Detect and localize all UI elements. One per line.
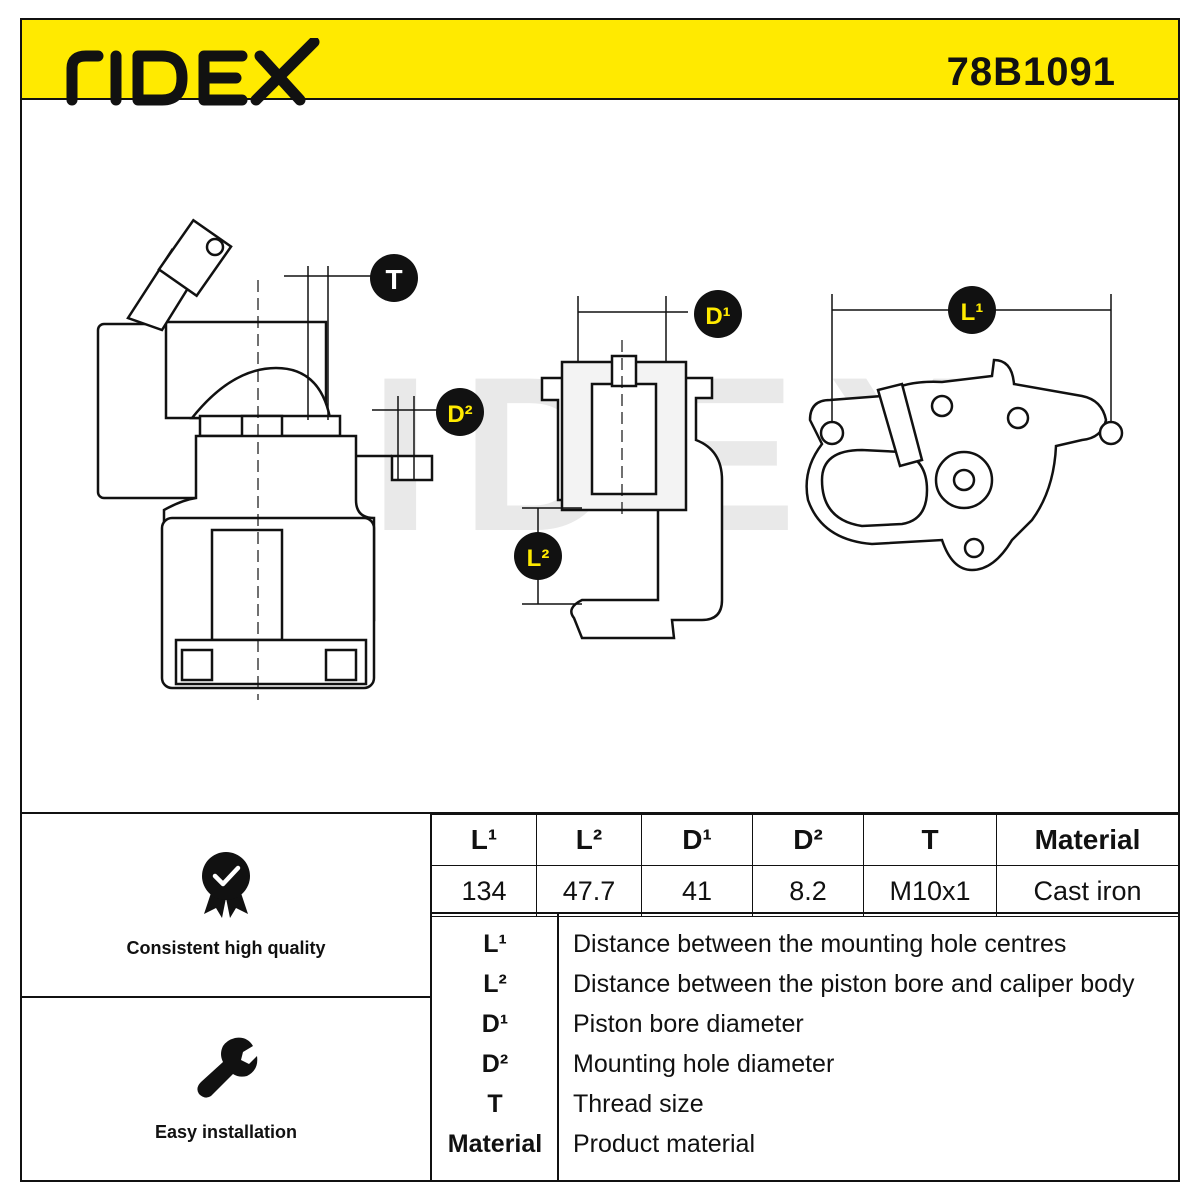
legend-description: Thread size	[573, 1090, 704, 1118]
spec-value-d2: 8.2	[752, 865, 864, 917]
legend-description: Distance between the mounting hole centr…	[573, 930, 1067, 958]
legend-description: Distance between the piston bore and cal…	[573, 970, 1135, 998]
spec-header-t: T	[863, 814, 997, 866]
header-bar: 78B1091	[20, 18, 1180, 106]
callout-d2-circle	[436, 388, 484, 436]
feature-quality-label: Consistent high quality	[126, 938, 326, 958]
spec-value-l2: 47.7	[536, 865, 642, 917]
legend-row: D² Mounting hole diameter	[431, 1050, 1179, 1090]
part-number: 78B1091	[946, 50, 1116, 94]
legend-row: Material Product material	[431, 1130, 1179, 1170]
callout-d1: D¹	[705, 303, 730, 330]
caliper-back-view	[805, 358, 1124, 572]
spec-header-d1: D¹	[641, 814, 753, 866]
specs-header-row: L¹ L² D¹ D² T Material	[431, 814, 1179, 866]
callout-t: T	[385, 264, 402, 295]
legend-symbol: D²	[481, 1050, 509, 1078]
caliper-section-view	[540, 340, 724, 640]
callout-l2: L²	[527, 545, 550, 572]
wrench-icon	[197, 1037, 258, 1098]
legend-symbol: Material	[447, 1130, 543, 1158]
legend-row: T Thread size	[431, 1090, 1179, 1130]
legend-symbol: L²	[483, 970, 507, 998]
callout-d1-circle	[694, 290, 742, 338]
feature-installation-label: Easy installation	[154, 1122, 298, 1142]
feature-separator	[20, 996, 432, 998]
legend-row: D¹ Piston bore diameter	[431, 1010, 1179, 1050]
spec-header-d2: D²	[752, 814, 864, 866]
callout-l1-circle	[948, 286, 996, 334]
feature-quality: Consistent high quality	[22, 850, 430, 959]
callout-l1: L¹	[961, 299, 984, 326]
spec-value-l1: 134	[431, 865, 537, 917]
spec-header-material: Material	[996, 814, 1179, 866]
drawing-divider	[20, 812, 1180, 814]
spec-value-d1: 41	[641, 865, 753, 917]
quality-badge-icon	[202, 852, 250, 918]
caliper-drawing: RIDEX T D²	[96, 218, 1124, 700]
dimension-t	[284, 266, 372, 420]
legend-description: Piston bore diameter	[573, 1010, 804, 1038]
feature-installation: Easy installation	[22, 1030, 430, 1143]
legend-row: L¹ Distance between the mounting hole ce…	[431, 930, 1179, 970]
legend-divider	[557, 914, 559, 1182]
callout-t-circle	[370, 254, 418, 302]
specs-value-row: 134 47.7 41 8.2 M10x1 Cast iron	[431, 865, 1179, 917]
legend-symbol: D¹	[481, 1010, 509, 1038]
spec-header-l1: L¹	[431, 814, 537, 866]
dimension-d2	[372, 396, 438, 480]
legend-description: Product material	[573, 1130, 756, 1158]
legend-row: L² Distance between the piston bore and …	[431, 970, 1179, 1010]
specs-table: L¹ L² D¹ D² T Material 134 47.7 41 8.2 M…	[431, 814, 1179, 917]
callout-d2: D²	[447, 401, 472, 428]
spec-value-t: M10x1	[863, 865, 997, 917]
legend-description: Mounting hole diameter	[573, 1050, 835, 1078]
caliper-side-view	[96, 218, 434, 700]
spec-header-l2: L²	[536, 814, 642, 866]
ridex-logo	[66, 38, 320, 106]
callout-l2-circle	[514, 532, 562, 580]
legend: L¹ Distance between the mounting hole ce…	[431, 914, 1179, 1182]
legend-symbol: L¹	[483, 930, 507, 958]
legend-symbol: T	[487, 1090, 503, 1118]
spec-value-material: Cast iron	[996, 865, 1179, 917]
dimension-d1	[577, 296, 688, 362]
